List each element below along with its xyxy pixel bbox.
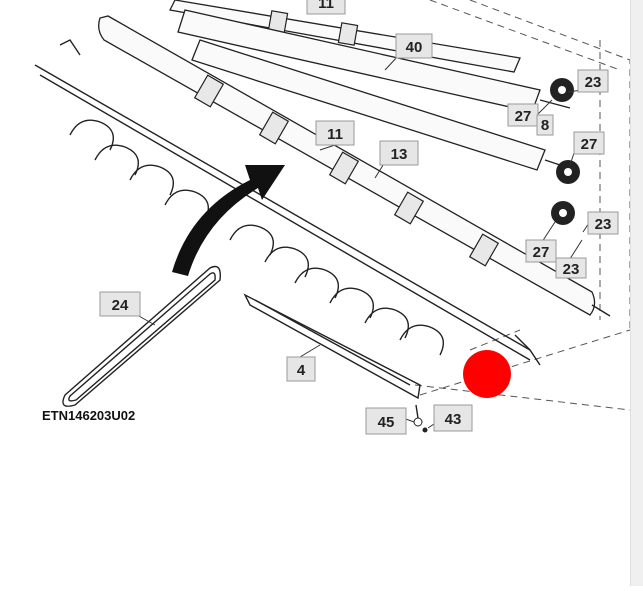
- svg-text:24: 24: [112, 297, 129, 314]
- svg-text:23: 23: [585, 74, 602, 91]
- callout-43: 43: [433, 404, 473, 432]
- callout-45: 45: [365, 407, 407, 435]
- callout-11-top: 11: [306, 0, 346, 15]
- stripper-frame: [34, 39, 541, 366]
- callout-27-b: 27: [573, 131, 605, 155]
- callout-23-b: 23: [587, 211, 619, 235]
- gear-middle: [556, 160, 580, 184]
- roller-11: [98, 15, 611, 317]
- callout-27-c: 27: [525, 239, 557, 263]
- gear-lower: [551, 201, 575, 225]
- svg-text:43: 43: [445, 411, 462, 428]
- svg-text:40: 40: [406, 39, 423, 56]
- svg-text:27: 27: [515, 108, 532, 125]
- dashed-frame: [414, 0, 631, 411]
- belt-24: [62, 265, 221, 407]
- svg-text:11: 11: [327, 126, 343, 143]
- rotation-arrow: [172, 165, 285, 276]
- svg-text:45: 45: [378, 414, 395, 431]
- callout-27-a: 27: [507, 103, 539, 127]
- scrollbar[interactable]: [630, 0, 643, 586]
- callout-8: 8: [536, 114, 554, 136]
- svg-text:11: 11: [318, 0, 334, 12]
- svg-text:13: 13: [391, 146, 408, 163]
- callout-4: 4: [286, 356, 316, 382]
- gear-upper: [550, 78, 574, 102]
- callout-11-main: 11: [315, 120, 355, 146]
- callout-24: 24: [99, 291, 141, 317]
- callout-40: 40: [395, 33, 433, 59]
- svg-text:4: 4: [297, 362, 306, 379]
- hardware-45-43: [413, 404, 428, 433]
- svg-text:27: 27: [581, 136, 598, 153]
- plate-4: [243, 293, 421, 400]
- red-marker-dot: [463, 350, 511, 398]
- svg-text:23: 23: [595, 216, 612, 233]
- callout-23-a: 23: [577, 69, 609, 93]
- svg-text:23: 23: [563, 261, 580, 278]
- callout-23-c: 23: [555, 257, 587, 279]
- svg-text:8: 8: [541, 117, 549, 134]
- callout-13: 13: [379, 140, 419, 166]
- document-id: ETN146203U02: [42, 408, 136, 423]
- svg-text:27: 27: [533, 244, 550, 261]
